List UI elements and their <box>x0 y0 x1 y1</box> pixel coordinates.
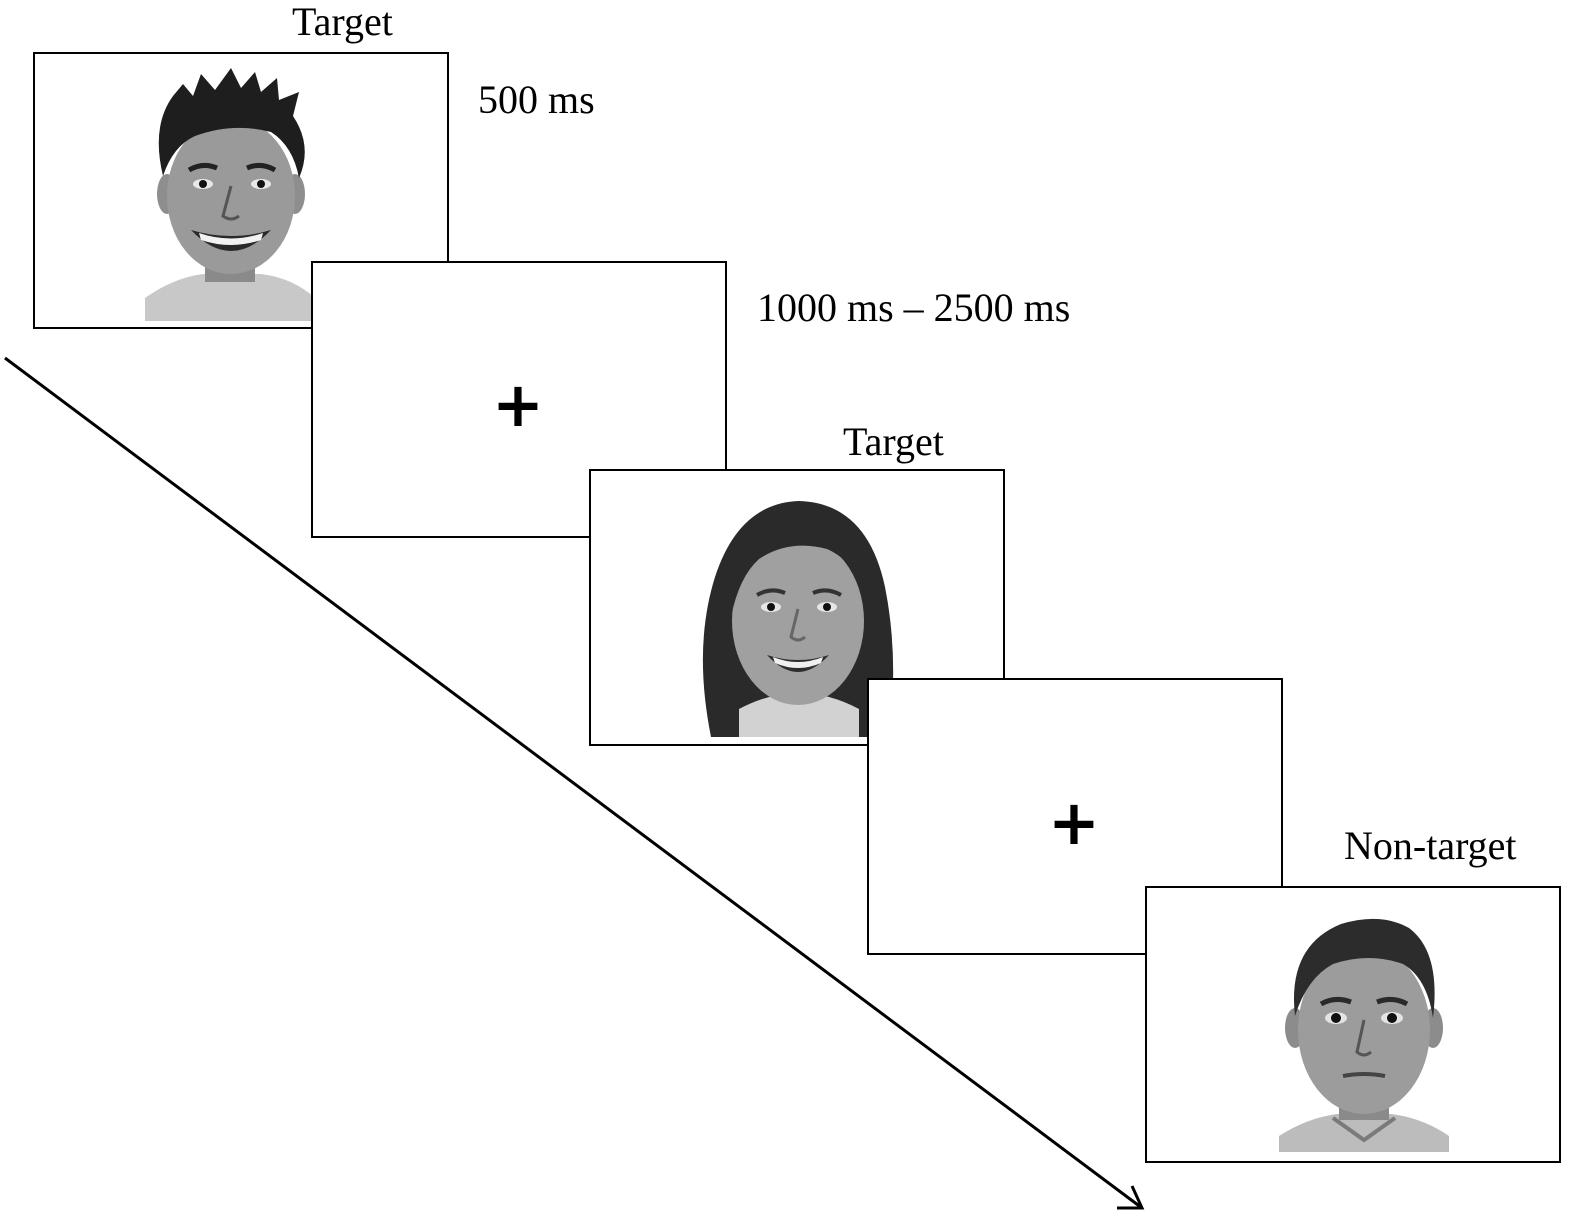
frame-label-target-2: Target <box>843 419 944 464</box>
duration-label-fixation: 1000 ms – 2500 ms <box>757 285 1071 330</box>
frame-label-target-1: Target <box>292 0 393 44</box>
duration-label-face: 500 ms <box>478 77 595 122</box>
stimulus-frame-target-1 <box>33 52 449 329</box>
smiling-man-icon <box>145 68 315 321</box>
frame-label-non-target: Non-target <box>1344 823 1517 868</box>
stimulus-frame-non-target <box>1145 886 1561 1163</box>
fixation-cross-icon: + <box>492 368 544 441</box>
fixation-cross-icon: + <box>1048 786 1100 859</box>
neutral-man-icon <box>1279 918 1449 1152</box>
smiling-woman-icon <box>702 501 894 737</box>
